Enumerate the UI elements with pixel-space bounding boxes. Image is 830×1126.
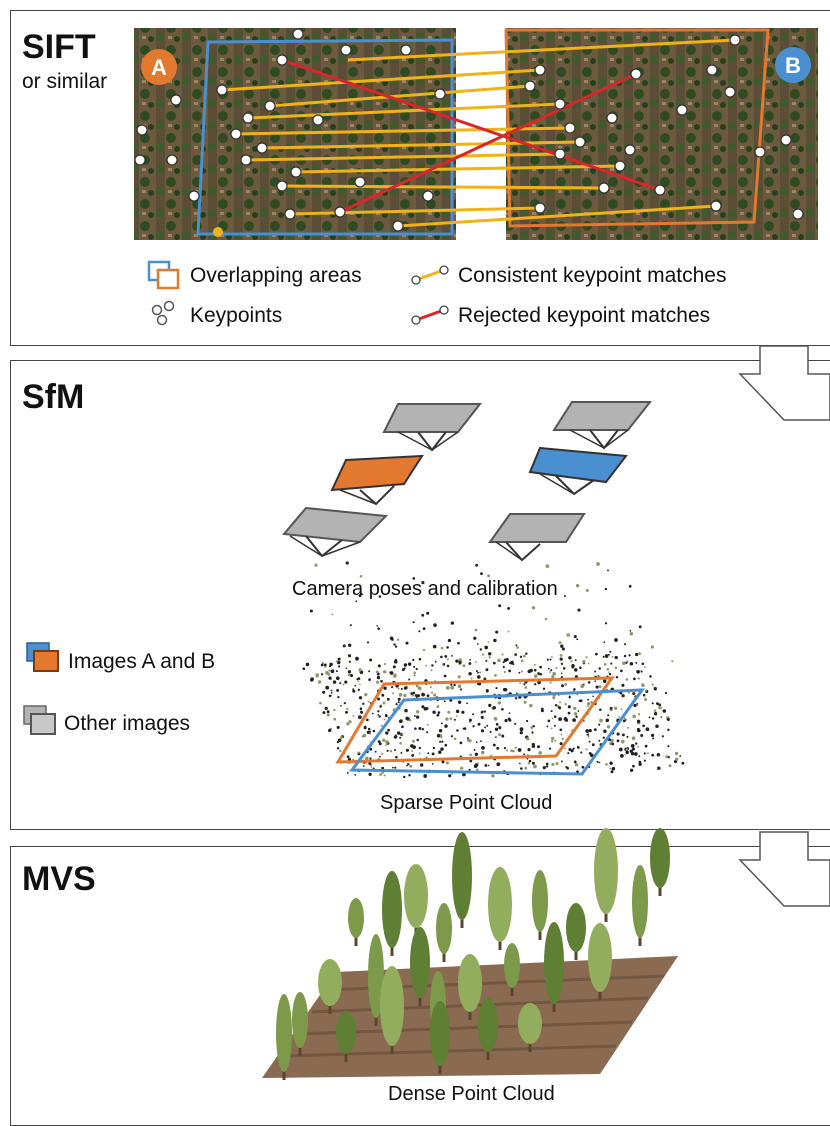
sift-subtitle: or similar	[22, 70, 108, 93]
camera-image-a	[330, 454, 424, 506]
down-arrow-2	[738, 831, 830, 907]
sparse-outline-a	[335, 676, 615, 764]
camera-gray-2	[552, 401, 653, 450]
overlap-outline-b	[504, 28, 770, 228]
legend-rejected-label: Rejected keypoint matches	[458, 304, 711, 327]
badge-b	[775, 47, 811, 83]
camera-image-b	[528, 446, 628, 496]
sparse-caption: Sparse Point Cloud	[380, 792, 553, 814]
keypoints	[134, 28, 804, 232]
dense-trees	[276, 828, 670, 1080]
sparse-outline-b	[349, 688, 646, 776]
overlap-outline-a	[196, 38, 454, 236]
legend-keypoints-label: Keypoints	[190, 304, 283, 327]
sfm-title: SfM	[22, 378, 85, 416]
badge-a-label: A	[151, 55, 167, 80]
camera-gray-1	[382, 403, 483, 452]
camera-caption: Camera poses and calibration	[292, 578, 558, 600]
sift-title: SIFT	[22, 28, 96, 66]
legend-consistent-label: Consistent keypoint matches	[458, 264, 727, 287]
overlap-legend-icon	[147, 260, 180, 290]
keypoints-legend-icon	[151, 300, 175, 326]
keypoint-highlight	[213, 227, 223, 237]
sfm-panel	[10, 360, 830, 830]
rejected-matches	[281, 58, 661, 214]
down-arrow-1	[738, 345, 830, 421]
images-ab-legend-icon	[26, 642, 59, 672]
mvs-title: MVS	[22, 860, 96, 898]
consistent-legend-icon	[411, 265, 449, 285]
rejected-legend-icon	[411, 305, 449, 325]
legend-overlap-label: Overlapping areas	[190, 264, 362, 287]
badge-b-label: B	[785, 53, 801, 78]
legend-images-ab-label: Images A and B	[68, 650, 216, 673]
badge-a	[141, 49, 177, 85]
other-images-legend-icon	[23, 705, 56, 735]
camera-gray-4	[488, 513, 586, 562]
camera-gray-3	[282, 506, 389, 558]
dense-caption: Dense Point Cloud	[388, 1083, 555, 1105]
legend-other-label: Other images	[64, 712, 191, 735]
